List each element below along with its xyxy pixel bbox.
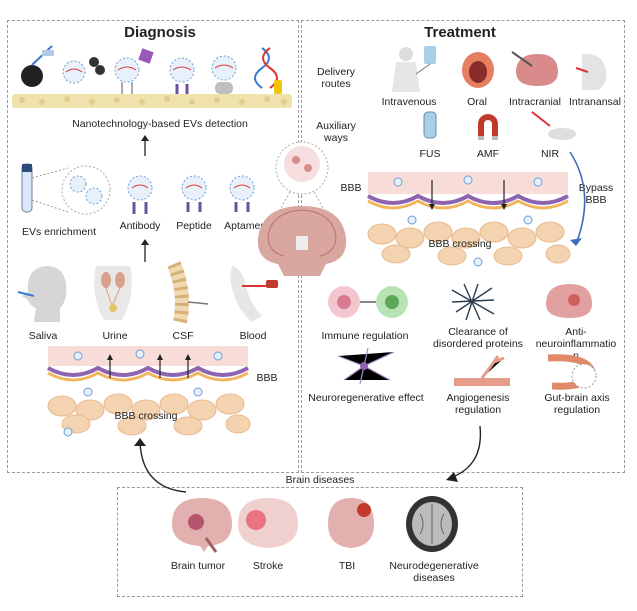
route-label-intracranial: Intracranial xyxy=(509,96,561,108)
diagnosis-title: Diagnosis xyxy=(124,24,196,41)
diagnosis-bbb-diagram xyxy=(47,346,251,437)
neurodegenerative-brain-icon xyxy=(406,496,458,552)
ev-capture-icon-1 xyxy=(62,57,105,84)
arrow-up-probes xyxy=(141,239,149,262)
delivery-routes-label: Delivery routes xyxy=(317,66,355,90)
probe-label-antibody: Antibody xyxy=(119,220,161,232)
disease-label-brain-tumor: Brain tumor xyxy=(170,560,226,572)
detection-surface xyxy=(12,45,292,108)
disease-label-tbi: TBI xyxy=(338,560,356,572)
diagnosis-bbb-label: BBB xyxy=(256,372,278,384)
ev-capture-icon-3 xyxy=(169,57,195,94)
peptide-ev-icon xyxy=(181,175,207,212)
blood-arm-icon xyxy=(230,266,278,322)
csf-spine-icon xyxy=(167,261,209,324)
intranasal-head-icon xyxy=(575,53,607,90)
sample-label-saliva: Saliva xyxy=(28,330,58,342)
effect-label-angiogenesis: Angiogenesis regulation xyxy=(446,392,510,416)
disease-label-stroke: Stroke xyxy=(252,560,284,572)
treatment-bbb-label: BBB xyxy=(340,182,362,194)
antibody-ev-icon xyxy=(127,175,153,214)
protein-aggregate-icon xyxy=(451,283,495,321)
treatment-bbb-diagram xyxy=(367,172,571,267)
aptamer-ev-icon xyxy=(229,175,255,212)
intravenous-icon xyxy=(392,46,436,92)
route-label-oral: Oral xyxy=(467,96,487,108)
nir-icon xyxy=(531,111,576,140)
diagnosis-crossing-label: BBB crossing xyxy=(114,410,178,422)
auxiliary-label-nir: NIR xyxy=(540,148,560,160)
arrow-diseases-to-diagnosis xyxy=(134,438,187,493)
probe-label-peptide: Peptide xyxy=(176,220,212,232)
immune-cell-icon xyxy=(328,286,408,318)
effect-label-neuroregenerative: Neuroregenerative effect xyxy=(308,392,424,404)
route-label-intranasal: Intranansal xyxy=(569,96,621,108)
neuron-network-icon xyxy=(337,347,395,385)
ev-capture-icon-4 xyxy=(211,55,237,94)
vessel-icon xyxy=(454,355,510,386)
effect-label-clearance: Clearance of disordered proteins xyxy=(433,326,523,350)
sample-label-urine: Urine xyxy=(102,330,128,342)
treatment-crossing-label: BBB crossing xyxy=(428,238,492,250)
auxiliary-label-fus: FUS xyxy=(419,148,441,160)
sample-label-csf: CSF xyxy=(172,330,194,342)
brain-diseases-panel xyxy=(117,487,523,597)
arrow-up-detection xyxy=(141,135,149,156)
brain-diseases-title: Brain diseases xyxy=(260,474,380,486)
sample-label-blood: Blood xyxy=(239,330,267,342)
urine-kidney-icon xyxy=(94,266,132,320)
oral-mouth-icon xyxy=(462,52,494,88)
saliva-head-icon xyxy=(17,266,67,322)
treatment-title: Treatment xyxy=(424,24,496,41)
evs-enrichment-label: EVs enrichment xyxy=(21,226,97,238)
probe-label-aptamer: Aptamer xyxy=(224,220,264,232)
intracranial-brain-icon xyxy=(511,51,558,86)
effect-label-anti-inflammation: Anti-neuroinflammation xyxy=(535,326,617,362)
gut-icon xyxy=(547,354,597,390)
amf-magnet-icon xyxy=(478,114,498,140)
aptamer-sensor-icon xyxy=(254,47,282,94)
bypass-arrow xyxy=(569,151,586,246)
route-label-intravenous: Intravenous xyxy=(381,96,437,108)
detection-label: Nanotechnology-based EVs detection xyxy=(72,118,248,130)
arrow-effects-to-diseases xyxy=(446,425,482,482)
fus-icon xyxy=(423,111,437,139)
brain-section-icon xyxy=(257,141,347,276)
disease-label-neurodegenerative: Neurodegenerative diseases xyxy=(389,560,479,584)
evs-enrichment-icon xyxy=(21,163,111,215)
tbi-brain-icon xyxy=(328,498,374,548)
effect-label-immune: Immune regulation xyxy=(321,330,409,342)
auxiliary-label-amf: AMF xyxy=(476,148,500,160)
stroke-brain-icon xyxy=(238,498,298,548)
inflamed-brain-icon xyxy=(546,284,592,318)
ev-capture-icon-2 xyxy=(114,48,154,94)
nanoparticle-probe-icon xyxy=(21,45,54,87)
effect-label-gut-brain: Gut-brain axis regulation xyxy=(544,392,610,416)
brain-tumor-icon xyxy=(172,498,232,553)
bypass-bbb-label: Bypass BBB xyxy=(578,182,614,206)
auxiliary-ways-label: Auxiliary ways xyxy=(316,120,356,144)
